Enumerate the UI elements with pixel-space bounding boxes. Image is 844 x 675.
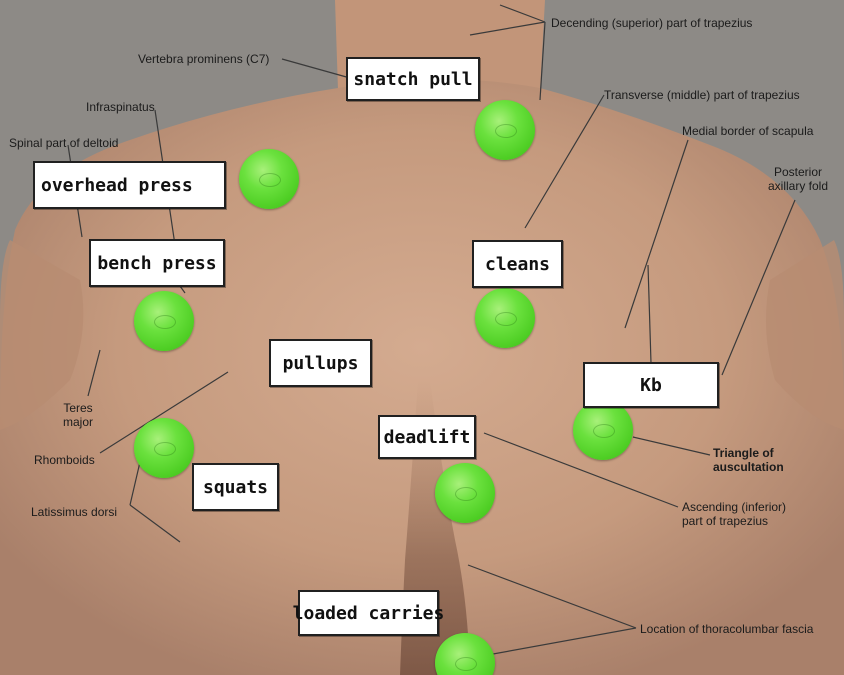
label-teres-major: Teres major [58, 401, 98, 429]
label-vertebra-prominens: Vertebra prominens (C7) [138, 52, 269, 66]
exercise-label-bench-press: bench press [89, 239, 225, 287]
label-medial-border-scapula: Medial border of scapula [682, 124, 813, 138]
massage-ball-overhead-press [239, 149, 299, 209]
massage-ball-cleans [475, 288, 535, 348]
exercise-label-squats: squats [192, 463, 279, 511]
label-triangle-line1: Triangle of [713, 446, 784, 460]
exercise-label-snatch-pull: snatch pull [346, 57, 480, 101]
label-triangle-line2: auscultation [713, 460, 784, 474]
exercise-label-deadlift: deadlift [378, 415, 476, 459]
label-infraspinatus: Infraspinatus [86, 100, 155, 114]
exercise-label-cleans: cleans [472, 240, 563, 288]
label-triangle-auscultation: Triangle of auscultation [713, 446, 784, 474]
massage-ball-deadlift [435, 463, 495, 523]
exercise-label-loaded-carries: loaded carries [298, 590, 439, 636]
label-ascending-trapezius-line2: part of trapezius [682, 514, 786, 528]
label-posterior-axillary-fold-line1: Posterior [762, 165, 834, 179]
label-thoracolumbar-fascia: Location of thoracolumbar fascia [640, 622, 813, 636]
label-teres-major-line2: major [58, 415, 98, 429]
label-ascending-trapezius: Ascending (inferior) part of trapezius [682, 500, 786, 528]
exercise-label-pullups: pullups [269, 339, 372, 387]
massage-ball-bench-press [134, 291, 194, 351]
massage-ball-snatch-pull [475, 100, 535, 160]
label-posterior-axillary-fold-line2: axillary fold [762, 179, 834, 193]
label-transverse-trapezius: Transverse (middle) part of trapezius [604, 88, 800, 102]
label-spinal-deltoid: Spinal part of deltoid [9, 136, 118, 150]
label-teres-major-line1: Teres [58, 401, 98, 415]
exercise-label-overhead-press: overhead press [33, 161, 226, 209]
exercise-label-kb: Kb [583, 362, 719, 408]
label-ascending-trapezius-line1: Ascending (inferior) [682, 500, 786, 514]
label-posterior-axillary-fold: Posterior axillary fold [762, 165, 834, 193]
label-rhomboids: Rhomboids [34, 453, 95, 467]
label-latissimus-dorsi: Latissimus dorsi [31, 505, 117, 519]
massage-ball-kb [573, 400, 633, 460]
massage-ball-squats [134, 418, 194, 478]
label-descending-trapezius: Decending (superior) part of trapezius [551, 16, 752, 30]
